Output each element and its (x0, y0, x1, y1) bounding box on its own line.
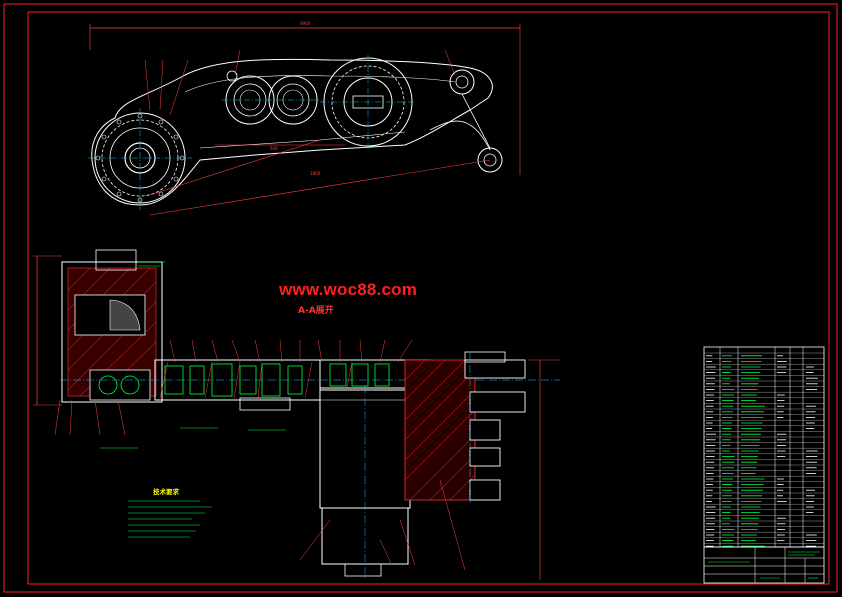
section-aa-view (33, 249, 560, 580)
arm-top-view: 4900 (88, 21, 521, 216)
section-label: A-A展开 (298, 306, 334, 316)
bill-of-materials (703, 346, 825, 548)
inner-frame (27, 11, 830, 585)
watermark: www.woc88.com (279, 280, 418, 299)
tech-requirements-title: 技术要求 (153, 487, 180, 496)
outer-frame (3, 3, 838, 593)
svg-text:500: 500 (270, 146, 278, 151)
title-block (703, 546, 825, 584)
svg-text:1800: 1800 (310, 171, 321, 176)
svg-text:4900: 4900 (300, 21, 311, 26)
tech-requirements: 技术要求 (128, 487, 212, 538)
